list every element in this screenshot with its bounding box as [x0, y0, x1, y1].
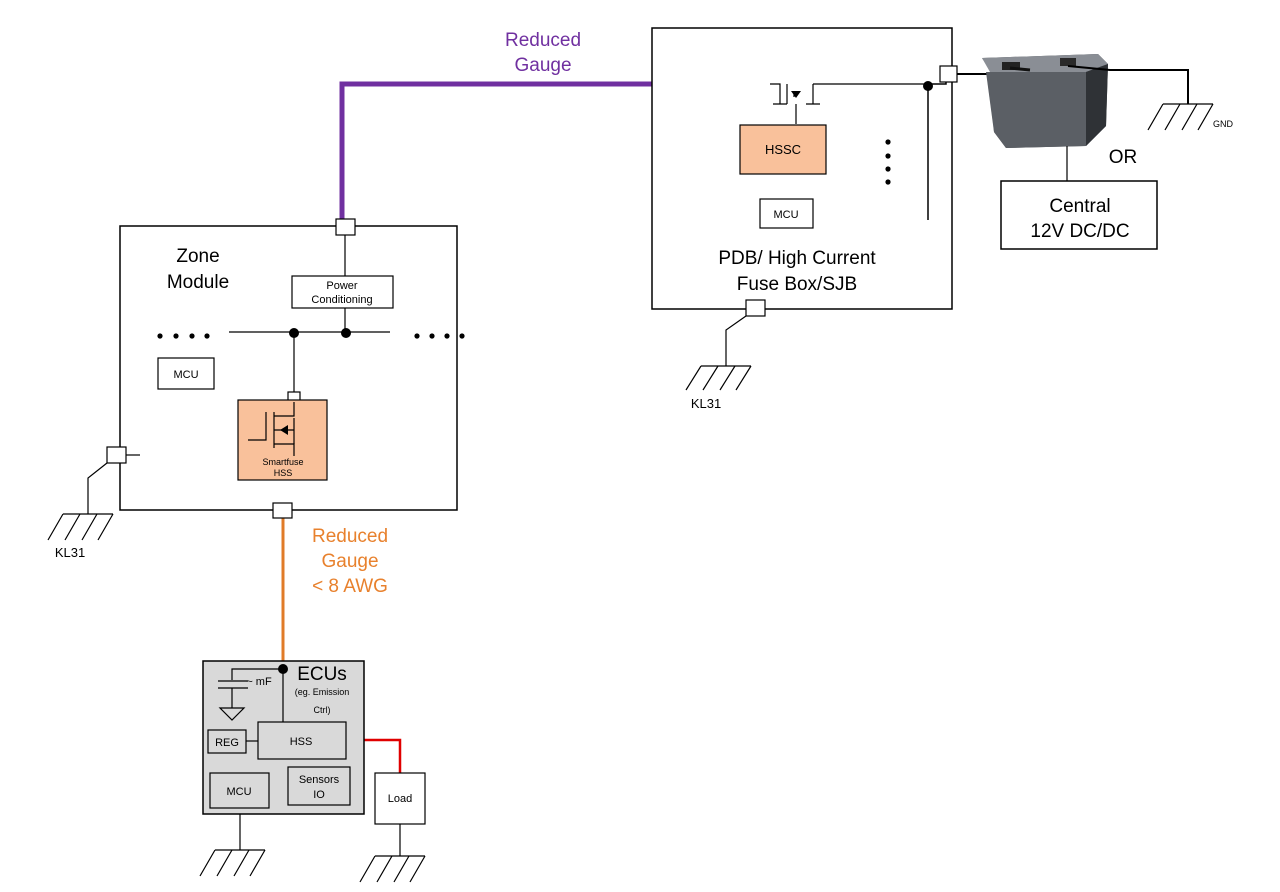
svg-text:< 8 AWG: < 8 AWG — [312, 576, 388, 597]
svg-text:Gauge: Gauge — [321, 551, 378, 572]
battery-ground-symbol: GND — [1147, 103, 1234, 131]
zone-ground-label: KL31 — [55, 545, 85, 560]
load-block: Load — [374, 772, 426, 856]
ecu-sensors-line1: Sensors — [299, 774, 340, 786]
pdb-ground-label: KL31 — [691, 396, 721, 411]
ecu-mcu-block — [209, 772, 270, 809]
pdb-ground-symbol: KL31 — [685, 365, 752, 411]
ecu-ground-symbol — [199, 849, 266, 877]
ecu-sensors-line2: IO — [313, 789, 325, 801]
hssc-block — [739, 124, 827, 175]
svg-text:Reduced: Reduced — [505, 30, 581, 51]
ecu-reg-label: REG — [215, 737, 239, 749]
pdb-title-line1: PDB/ High Current — [718, 248, 876, 269]
ecu-mcu-label: MCU — [226, 786, 251, 798]
zone-bottom-connector — [272, 502, 293, 519]
ecu-block: ~ mF ECUs (eg. Emission Ctrl) REG HSS MC… — [202, 660, 365, 850]
reduced-gauge-purple-wire — [339, 81, 770, 222]
central-dcdc-line1: Central — [1049, 196, 1110, 217]
zone-ground-symbol: KL31 — [47, 513, 114, 560]
ecu-subtitle-line2: Ctrl) — [314, 705, 331, 715]
pdb-ground-connector — [745, 299, 766, 317]
power-conditioning-line2: Conditioning — [311, 294, 372, 306]
svg-text:Gauge: Gauge — [514, 55, 571, 76]
smartfuse-label-line1: Smartfuse — [262, 457, 303, 467]
ecu-capacitor-label: ~ mF — [246, 676, 272, 688]
load-ground-symbol — [359, 855, 426, 883]
power-conditioning-block — [291, 275, 394, 309]
reduced-gauge-bottom-label: Reduced Gauge < 8 AWG — [312, 526, 388, 597]
central-dcdc-line2: 12V DC/DC — [1030, 221, 1129, 242]
zone-module: Zone Module Power Conditioning MCU — [87, 218, 465, 519]
zone-ground-connector — [106, 446, 127, 464]
pdb-mcu-block — [759, 198, 814, 229]
battery-icon — [957, 54, 1189, 148]
power-conditioning-line1: Power — [326, 280, 358, 292]
zone-top-connector — [335, 218, 356, 236]
pdb-mcu-label: MCU — [773, 209, 798, 221]
zone-title-line2: Module — [167, 272, 229, 293]
smartfuse-label-line2: HSS — [274, 468, 293, 478]
ecu-hss-label: HSS — [290, 736, 313, 748]
hssc-label: HSSC — [765, 142, 801, 157]
pdb-fuse-box: HSSC MCU PDB/ High Current Fuse Box/SJB — [651, 27, 960, 366]
zone-mcu-block — [157, 357, 215, 390]
central-dcdc-block: Central 12V DC/DC — [1000, 180, 1158, 250]
ecu-subtitle-line1: (eg. Emission — [295, 687, 350, 697]
reduced-gauge-top-label: Reduced Gauge — [505, 30, 581, 76]
load-label: Load — [388, 793, 412, 805]
ecu-title: ECUs — [297, 664, 347, 685]
svg-text:Reduced: Reduced — [312, 526, 388, 547]
zone-mcu-label: MCU — [173, 369, 198, 381]
pdb-title-line2: Fuse Box/SJB — [737, 274, 857, 295]
ecu-hss-block — [257, 721, 347, 760]
or-label: OR — [1109, 147, 1138, 168]
pdb-switch-symbol — [770, 83, 928, 124]
ecu-sensors-block — [287, 766, 351, 806]
smartfuse-switch-symbol — [248, 402, 295, 456]
zone-title-line1: Zone — [176, 246, 219, 267]
gnd-label: GND — [1213, 119, 1234, 129]
